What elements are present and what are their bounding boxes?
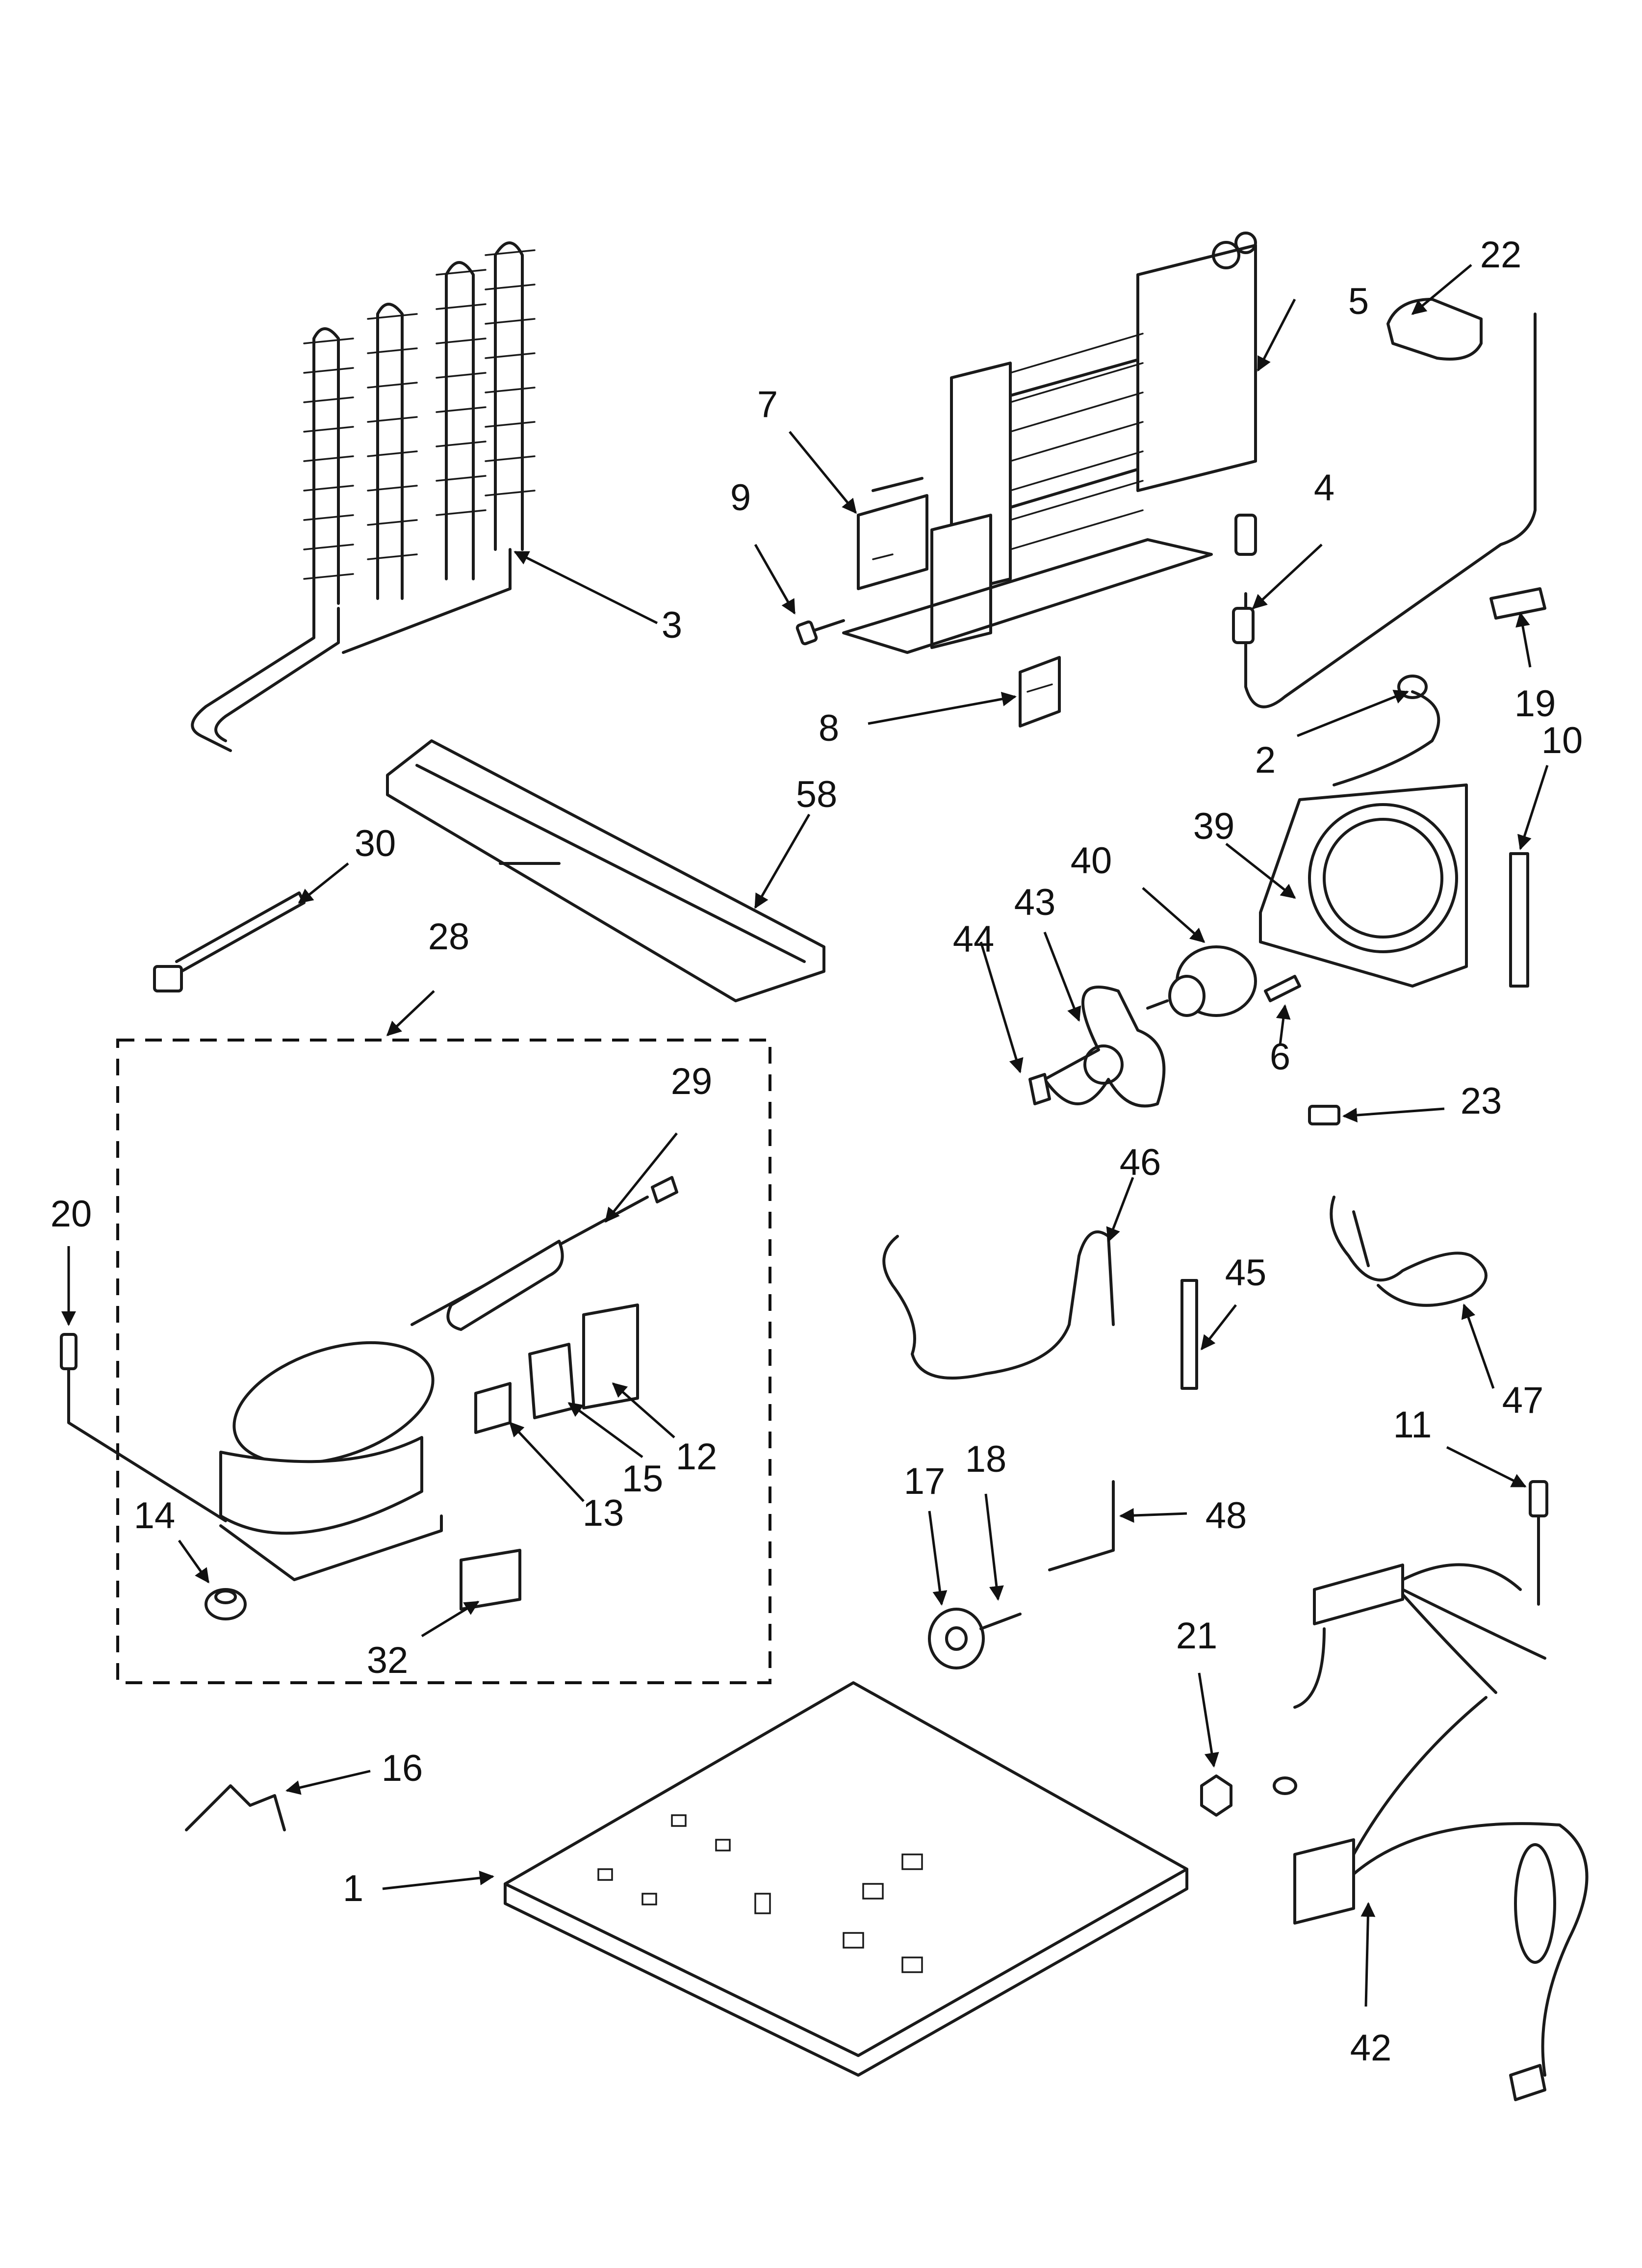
screw-part-9 [795,619,845,646]
defrost-sensor-part [1232,313,1537,708]
strip-part-10 [1509,852,1529,988]
callout-3: 3 [662,604,682,646]
callout-32: 32 [367,1640,409,1681]
drain-pan-part [386,739,825,1002]
tube-part-48 [1048,1480,1115,1571]
tube-part-45 [1180,1279,1198,1390]
callout-45: 45 [1225,1252,1267,1294]
grommet-part-14 [205,1588,247,1620]
wheel-part-17 [928,1608,985,1669]
clip-part-19 [1489,587,1546,620]
callout-40: 40 [1071,840,1112,882]
wiring-harness-part [1273,1563,1589,2101]
cap-part-22 [1386,298,1483,361]
screw-part-6 [1264,975,1301,1002]
callout-19: 19 [1514,683,1556,725]
relay-part-15 [528,1343,575,1419]
callout-43: 43 [1014,882,1056,923]
screw-part-20 [60,1333,227,1522]
callout-labels: 3 5 7 9 8 22 4 19 2 10 58 30 39 40 43 44… [51,234,1583,2069]
evaporator-part [842,232,1257,654]
relay-part-12 [582,1303,639,1409]
clip-part-44 [1028,1073,1051,1105]
callout-46: 46 [1120,1142,1161,1183]
callout-47: 47 [1502,1380,1544,1421]
callout-9: 9 [730,477,751,519]
nut-part-21 [1200,1774,1232,1817]
callout-42: 42 [1350,2027,1392,2069]
clip-part-8 [1019,656,1061,728]
callout-7: 7 [757,384,778,425]
fan-shroud-part [1259,783,1468,988]
bracket-part [857,494,928,590]
cable-tie-part [153,891,306,992]
callout-20: 20 [51,1193,92,1235]
capacitor-part-32 [460,1549,521,1611]
callout-23: 23 [1461,1080,1502,1122]
callout-16: 16 [382,1747,423,1789]
callout-14: 14 [134,1495,176,1537]
fan-motor-part [1146,945,1257,1017]
axle-part-18 [979,1613,1022,1630]
callout-1: 1 [343,1868,363,1909]
callout-18: 18 [965,1438,1007,1480]
callout-13: 13 [583,1492,624,1534]
callout-8: 8 [819,707,839,749]
fan-blade-part [1043,986,1166,1108]
callout-44: 44 [953,918,995,960]
callout-30: 30 [355,823,396,864]
callout-17: 17 [904,1460,946,1502]
screw-part-11 [1529,1480,1548,1606]
callout-6: 6 [1270,1036,1290,1078]
callout-29: 29 [671,1061,713,1102]
callout-4: 4 [1314,467,1334,509]
callout-12: 12 [676,1436,718,1478]
clip-part-23 [1308,1105,1340,1125]
callout-10: 10 [1541,720,1583,761]
callout-48: 48 [1206,1495,1247,1537]
callout-5: 5 [1348,281,1369,322]
callout-22: 22 [1480,234,1522,276]
callout-11: 11 [1393,1404,1432,1446]
base-plate-part [504,1681,1188,2077]
callout-21: 21 [1176,1615,1218,1657]
callout-28: 28 [428,916,470,958]
terminal-part-13 [474,1382,512,1434]
callout-2: 2 [1255,739,1276,781]
callout-15: 15 [622,1458,664,1500]
tube-part-47 [1330,1196,1488,1307]
tube-part-46 [882,1230,1115,1380]
callout-39: 39 [1193,806,1235,847]
callout-58: 58 [796,774,838,815]
leader-lines [61,264,1549,2007]
grommet-part-2 [1333,675,1440,786]
compressor-kit-box [116,1039,771,1684]
condenser-coil-part [191,241,536,752]
compressor-part [219,1341,443,1581]
wire-clip-part-16 [185,1784,286,1831]
